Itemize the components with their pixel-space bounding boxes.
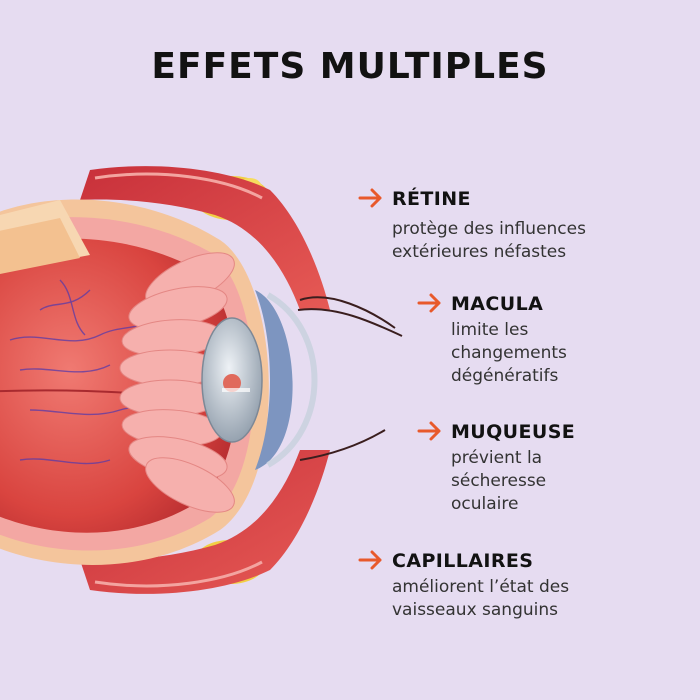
callout-heading: CAPILLAIRES: [392, 550, 534, 572]
callout-macula: MACULA limite les changements dégénérati…: [417, 293, 567, 388]
arrow-right-icon: [358, 188, 382, 208]
callout-description: améliorent l’état des vaisseaux sanguins: [392, 577, 570, 620]
callout-retine: RÉTINE protège des influences extérieure…: [358, 188, 586, 264]
page-title: EFFETS MULTIPLES: [151, 46, 549, 87]
callout-muqueuse: MUQUEUSE prévient la sécheresse oculaire: [417, 421, 576, 516]
callout-heading: MUQUEUSE: [451, 421, 576, 443]
callout-capillaires: CAPILLAIRES améliorent l’état des vaisse…: [358, 550, 570, 622]
callout-description: limite les changements dégénératifs: [451, 320, 567, 386]
callout-heading: MACULA: [451, 293, 544, 315]
iris-lens: [201, 290, 318, 470]
upper-eyelid: [80, 166, 403, 337]
arrow-right-icon: [358, 550, 382, 570]
arrow-right-icon: [417, 421, 441, 441]
lower-eyelid: [80, 429, 386, 594]
callout-heading: RÉTINE: [392, 188, 471, 210]
eye-anatomy-icon: [0, 166, 403, 594]
callout-description: prévient la sécheresse oculaire: [451, 448, 547, 514]
callout-description: protège des influences extérieures néfas…: [392, 219, 586, 262]
ciliary-body: [119, 252, 235, 513]
arrow-right-icon: [417, 293, 441, 313]
